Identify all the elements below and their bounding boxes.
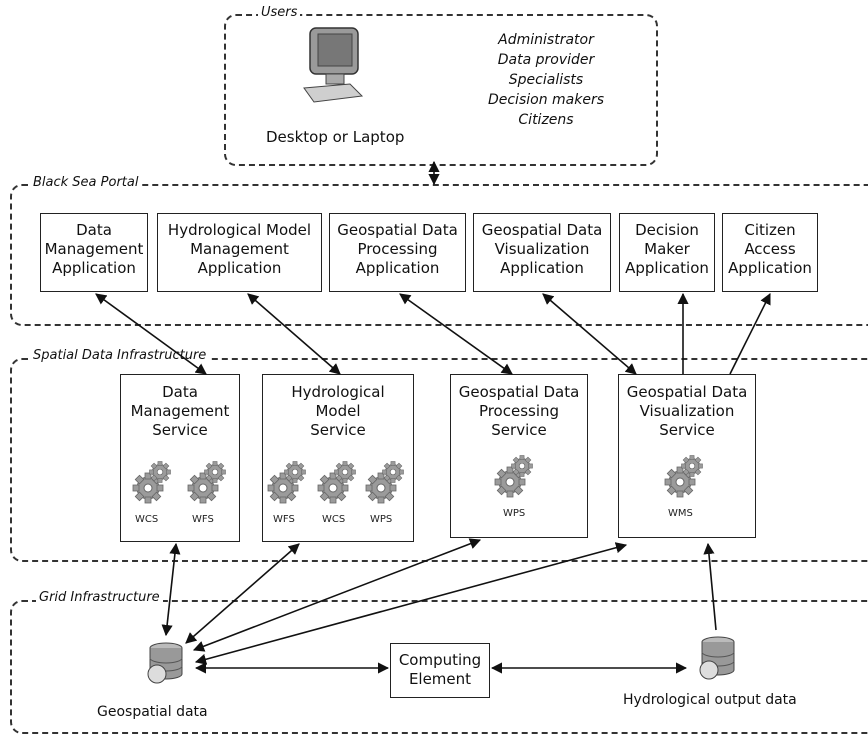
user-roles: Administrator Data provider Specialists … (476, 30, 616, 130)
app-hydrological-model-management: Hydrological Model Management Applicatio… (157, 213, 322, 292)
app-line: Processing (357, 240, 438, 258)
geospatial-database-icon (143, 640, 189, 686)
service-line: Hydrological (291, 383, 385, 401)
app-line: Visualization (494, 240, 590, 258)
app-geospatial-visualization: Geospatial Data Visualization Applicatio… (473, 213, 611, 292)
protocol-label: WCS (135, 514, 159, 525)
computing-line: Element (408, 670, 472, 688)
arrow-gp-service-grid (192, 538, 482, 652)
app-line: Application (625, 259, 709, 277)
app-line: Citizen (744, 221, 796, 239)
service-geospatial-visualization: Geospatial Data Visualization Service (618, 374, 756, 538)
app-line: Application (355, 259, 440, 277)
role-decision-makers: Decision makers (487, 92, 605, 108)
protocol-label: WFS (273, 514, 295, 525)
app-decision-maker: Decision Maker Application (619, 213, 715, 292)
app-line: Decision (635, 221, 699, 239)
arrow-service-citizen (729, 292, 771, 375)
app-citizen-access: Citizen Access Application (722, 213, 818, 292)
arrow-hm-service-grid (185, 543, 300, 644)
app-line: Management (44, 240, 144, 258)
arrow-dm-app-service (95, 293, 207, 375)
service-line: Service (659, 421, 715, 439)
role-data-provider: Data provider (497, 52, 595, 68)
service-hydrological-model: Hydrological Model Service (262, 374, 414, 542)
protocol-label: WPS (503, 508, 526, 519)
app-line: Data (76, 221, 112, 239)
protocol-label: WPS (370, 514, 393, 525)
app-data-management: Data Management Application (40, 213, 148, 292)
users-zone (224, 14, 658, 166)
app-line: Application (197, 259, 282, 277)
arrow-hydro-service (703, 542, 717, 631)
app-line: Maker (644, 240, 690, 258)
service-line: Visualization (639, 402, 735, 420)
role-administrator: Administrator (498, 32, 594, 48)
service-line: Service (310, 421, 366, 439)
service-line: Management (130, 402, 230, 420)
hydrological-data-label: Hydrological output data (623, 692, 797, 708)
device-label: Desktop or Laptop (266, 128, 405, 146)
app-line: Geospatial Data (481, 221, 603, 239)
arrow-gp-app-service (399, 293, 513, 375)
app-line: Application (500, 259, 584, 277)
app-line: Access (744, 240, 796, 258)
service-line: Data (162, 383, 198, 401)
service-data-management: Data Management Service (120, 374, 240, 542)
service-line: Service (491, 421, 547, 439)
desktop-computer-icon (300, 26, 370, 106)
protocol-label: WFS (192, 514, 214, 525)
app-line: Application (728, 259, 812, 277)
arrow-gv-app-service (542, 293, 637, 375)
arrow-dm-service-grid (161, 542, 181, 637)
role-citizens: Citizens (518, 112, 574, 128)
users-zone-title: Users (258, 5, 301, 20)
geospatial-data-label: Geospatial data (97, 704, 208, 720)
service-line: Model (315, 402, 361, 420)
grid-zone-title: Grid Infrastructure (36, 590, 163, 605)
app-line: Management (190, 240, 289, 258)
service-geospatial-processing: Geospatial Data Processing Service (450, 374, 588, 538)
service-line: Service (152, 421, 208, 439)
role-specialists: Specialists (508, 72, 584, 88)
protocol-label: WCS (322, 514, 346, 525)
hydrological-database-icon (695, 634, 741, 682)
service-line: Geospatial Data (458, 383, 580, 401)
service-line: Processing (478, 402, 560, 420)
protocol-label: WMS (668, 508, 693, 519)
app-geospatial-processing: Geospatial Data Processing Application (329, 213, 466, 292)
app-line: Geospatial Data (337, 221, 458, 239)
arrow-gv-service-grid (194, 542, 628, 665)
app-line: Hydrological Model (167, 221, 312, 239)
service-line: Geospatial Data (626, 383, 748, 401)
arrow-hm-app-service (247, 293, 341, 375)
app-line: Application (52, 259, 136, 277)
portal-zone-title: Black Sea Portal (30, 175, 142, 190)
